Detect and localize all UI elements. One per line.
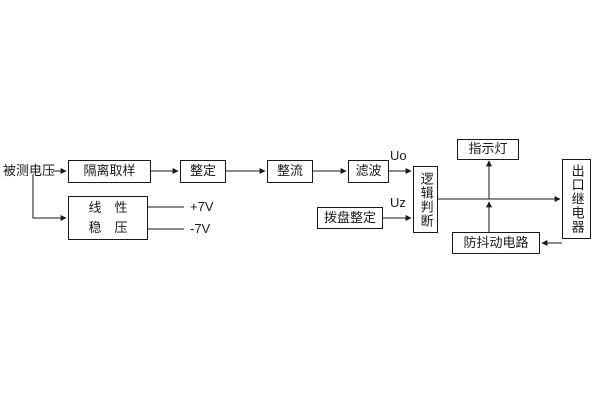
source-voltage-label: 被测电压 bbox=[3, 163, 56, 178]
dial-setting-block: 拨盘整定 bbox=[317, 207, 383, 229]
logic-judgment-block: 逻辑判断 bbox=[413, 166, 438, 233]
anti-jitter-circuit-block: 防抖动电路 bbox=[452, 232, 540, 254]
signal-minus7v-label: -7V bbox=[190, 221, 211, 236]
signal-uo-label: Uo bbox=[390, 148, 407, 163]
wire-source-to-regulator bbox=[32, 174, 67, 221]
filter-block: 滤波 bbox=[348, 160, 389, 183]
signal-uz-label: Uz bbox=[390, 195, 406, 210]
linear-regulator-line1: 线 性 bbox=[88, 200, 128, 216]
linear-regulator-line2: 稳 压 bbox=[88, 219, 128, 235]
output-relay-block: 出口继电器 bbox=[562, 159, 591, 239]
rectifier-block: 整流 bbox=[267, 160, 313, 183]
linear-regulator-block: 线 性 稳 压 bbox=[68, 196, 148, 240]
indicator-lamp-block: 指示灯 bbox=[457, 139, 519, 160]
signal-plus7v-label: +7V bbox=[190, 199, 214, 214]
isolation-sampling-block: 隔离取样 bbox=[68, 160, 151, 183]
setting-block: 整定 bbox=[180, 160, 226, 183]
